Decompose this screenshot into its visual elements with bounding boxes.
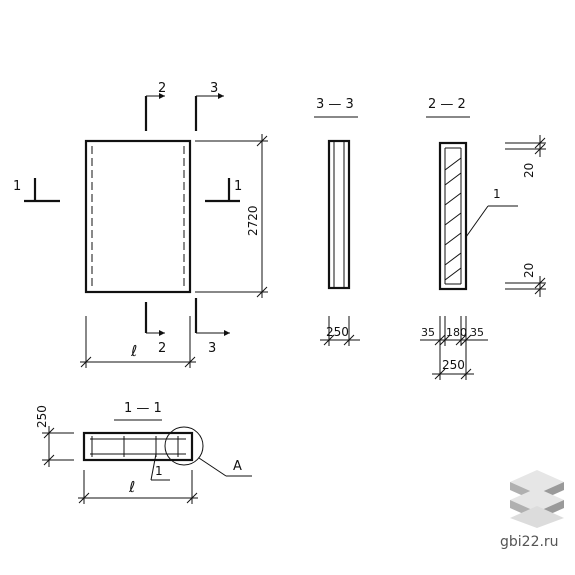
section-mark-2-top: 2	[144, 81, 166, 131]
callout-label: A	[233, 459, 242, 474]
section-3-3: 3 — 3 250	[314, 97, 360, 346]
section-title: 3 — 3	[316, 97, 354, 112]
section-1-1: 1 — 1 A 1 250 ℓ	[35, 401, 252, 504]
section-mark-label: 3	[210, 81, 218, 96]
dimension-text: 20	[522, 163, 536, 178]
stacked-blocks-icon	[510, 470, 564, 528]
section-title: 1 — 1	[124, 401, 162, 416]
watermark-text: gbi22.ru	[500, 534, 559, 550]
section-mark-1-left: 1	[13, 178, 60, 203]
dimension-text: 35	[421, 326, 435, 339]
section-mark-1-right: 1	[205, 178, 242, 203]
section-mark-label: 3	[208, 341, 216, 356]
dimension-text: 35	[470, 326, 484, 339]
section-mark-label: 2	[158, 81, 166, 96]
dimension-text: 250	[442, 358, 465, 372]
callout-label: 1	[155, 464, 163, 478]
section-mark-2-bottom: 2	[144, 302, 166, 356]
dimension-text: 20	[522, 263, 536, 278]
dimension-text: 250	[326, 325, 349, 339]
main-elevation	[84, 139, 192, 294]
section-mark-label: 1	[13, 179, 21, 194]
dimension-text: ℓ	[130, 342, 137, 360]
dimension-text: 2720	[246, 205, 260, 236]
dimension-2720: 2720	[195, 134, 268, 298]
dimension-text: ℓ	[128, 478, 135, 496]
section-mark-3-top: 3	[194, 81, 224, 131]
dimension-l-main: ℓ	[80, 316, 196, 368]
section-mark-label: 2	[158, 341, 166, 356]
dimension-text: 180	[446, 326, 467, 339]
section-mark-label: 1	[234, 179, 242, 194]
section-mark-3-bottom: 3	[194, 298, 230, 356]
dimension-text: 250	[35, 405, 49, 428]
panel-outline	[84, 139, 192, 294]
section-2-2: 2 — 2 1 20 20	[420, 97, 546, 380]
callout-label: 1	[493, 187, 501, 201]
detail-circle-a	[164, 426, 204, 466]
section-title: 2 — 2	[428, 97, 466, 112]
